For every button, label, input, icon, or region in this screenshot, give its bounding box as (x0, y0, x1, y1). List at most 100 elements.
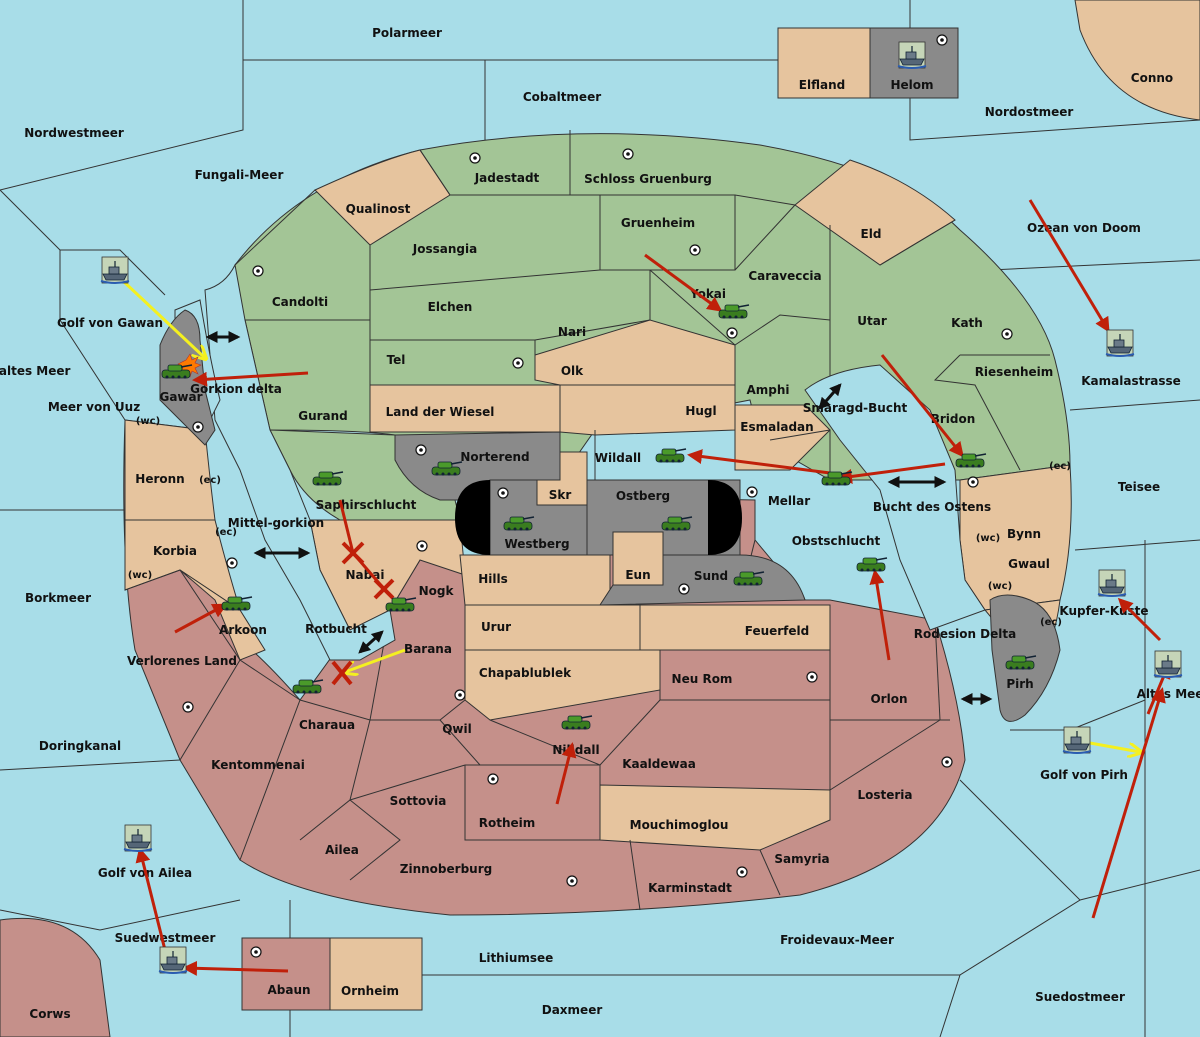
label-corws: Corws (29, 1007, 70, 1021)
label-gwaul: Gwaul (1008, 557, 1050, 571)
coast-tag: (wc) (976, 533, 1000, 544)
label-bridon: Bridon (931, 412, 976, 426)
supply-center-icon (689, 244, 701, 256)
label-elfland: Elfland (799, 78, 845, 92)
label-gruenheim: Gruenheim (621, 216, 695, 230)
label-bucht-des-ostens: Bucht des Ostens (873, 500, 991, 514)
coast-tag: (wc) (988, 581, 1012, 592)
region-elfland[interactable] (777, 27, 871, 99)
label-sottovia: Sottovia (390, 794, 447, 808)
label-qualinost: Qualinost (346, 202, 411, 216)
coast-tag: (ec) (1049, 461, 1071, 472)
label-barana: Barana (404, 642, 452, 656)
label-daxmeer: Daxmeer (542, 1003, 603, 1017)
label-suedostmeer: Suedostmeer (1035, 990, 1125, 1004)
label-eun: Eun (625, 568, 650, 582)
label-land-der-wiesel: Land der Wiesel (386, 405, 495, 419)
supply-center-icon (967, 476, 979, 488)
fleet-icon (1153, 650, 1183, 678)
label-skr: Skr (549, 488, 572, 502)
label-golf-von-pirh: Golf von Pirh (1040, 768, 1128, 782)
label-teisee: Teisee (1118, 480, 1160, 494)
label-mellar: Mellar (768, 494, 810, 508)
label-jossangia: Jossangia (412, 242, 477, 256)
supply-center-icon (736, 866, 748, 878)
label-lithiumsee: Lithiumsee (479, 951, 554, 965)
label-nordwestmeer: Nordwestmeer (24, 126, 124, 140)
label-yokai: Yokai (689, 287, 726, 301)
supply-center-icon (487, 773, 499, 785)
label-altes-meer: Altes Meer (1137, 687, 1200, 701)
label-riesenheim: Riesenheim (975, 365, 1054, 379)
label-nordostmeer: Nordostmeer (985, 105, 1074, 119)
label-ailea: Ailea (325, 843, 359, 857)
region-sund[interactable] (599, 554, 806, 606)
coast-tag: (ec) (215, 527, 237, 538)
adjacency-markers (205, 331, 993, 705)
label-neu-rom: Neu Rom (672, 672, 733, 686)
label-amphi: Amphi (746, 383, 789, 397)
coast-tag: (ec) (199, 475, 221, 486)
region-ornheim[interactable] (329, 937, 423, 1011)
supply-center-icon (566, 875, 578, 887)
smaragd-bucht-water (804, 364, 986, 631)
label-qwil: Qwil (442, 722, 472, 736)
label-feuerfeld: Feuerfeld (745, 624, 810, 638)
label-kentommenai: Kentommenai (211, 758, 305, 772)
label-suedwestmeer: Suedwestmeer (115, 931, 216, 945)
coast-tag: (wc) (136, 416, 160, 427)
fleet-icon (1097, 569, 1127, 597)
label-conno: Conno (1131, 71, 1173, 85)
label-pirh: Pirh (1006, 677, 1033, 691)
order-arrows (120, 199, 1171, 976)
label-hills: Hills (478, 572, 508, 586)
label-mouchimoglou: Mouchimoglou (630, 818, 729, 832)
supply-center-icon (1001, 328, 1013, 340)
label-obstschlucht: Obstschlucht (792, 534, 881, 548)
label-charaua: Charaua (299, 718, 355, 732)
label-nari: Nari (558, 325, 586, 339)
supply-center-icon (678, 583, 690, 595)
label-cobaltmeer: Cobaltmeer (523, 90, 601, 104)
label-verlorenes-land: Verlorenes Land (127, 654, 237, 668)
label-samyria: Samyria (774, 852, 829, 866)
label-hugl: Hugl (685, 404, 716, 418)
supply-center-icon (250, 946, 262, 958)
supply-center-icon (416, 540, 428, 552)
coast-tag: (wc) (128, 570, 152, 581)
label-jadestadt: Jadestadt (474, 171, 540, 185)
label-gorkion-delta: Gorkion delta (190, 382, 282, 396)
supply-center-icon (941, 756, 953, 768)
label-zinnoberburg: Zinnoberburg (400, 862, 492, 876)
supply-center-icon (622, 148, 634, 160)
label-kaltes-meer: Kaltes Meer (0, 364, 71, 378)
supply-center-icon (936, 34, 948, 46)
label-utar: Utar (857, 314, 887, 328)
gorkion-water (204, 263, 396, 661)
label-kath: Kath (951, 316, 983, 330)
label-sund: Sund (694, 569, 728, 583)
label-kaaldewaa: Kaaldewaa (622, 757, 696, 771)
fleet-icon (100, 256, 130, 284)
label-bynn: Bynn (1007, 527, 1041, 541)
label-helom: Helom (890, 78, 933, 92)
label-rotbucht: Rotbucht (305, 622, 367, 636)
label-kamalastrasse: Kamalastrasse (1081, 374, 1181, 388)
label-mittelgorkion: Mittel-gorkion (228, 516, 324, 530)
fleet-icon (897, 41, 927, 69)
supply-center-icon (454, 689, 466, 701)
supply-center-icon (192, 421, 204, 433)
label-gurand: Gurand (298, 409, 348, 423)
label-wildall: Wildall (595, 451, 641, 465)
label-smaragd-bucht: Smaragd-Bucht (803, 401, 908, 415)
supply-center-icon (497, 487, 509, 499)
fleet-icon (123, 824, 153, 852)
label-westberg: Westberg (504, 537, 569, 551)
label-saphirschlucht: Saphirschlucht (316, 498, 417, 512)
label-olk: Olk (561, 364, 584, 378)
label-tel: Tel (387, 353, 406, 367)
label-rodesion-delta: Rodesion Delta (914, 627, 1016, 641)
supply-center-icon (226, 557, 238, 569)
label-elchen: Elchen (428, 300, 473, 314)
